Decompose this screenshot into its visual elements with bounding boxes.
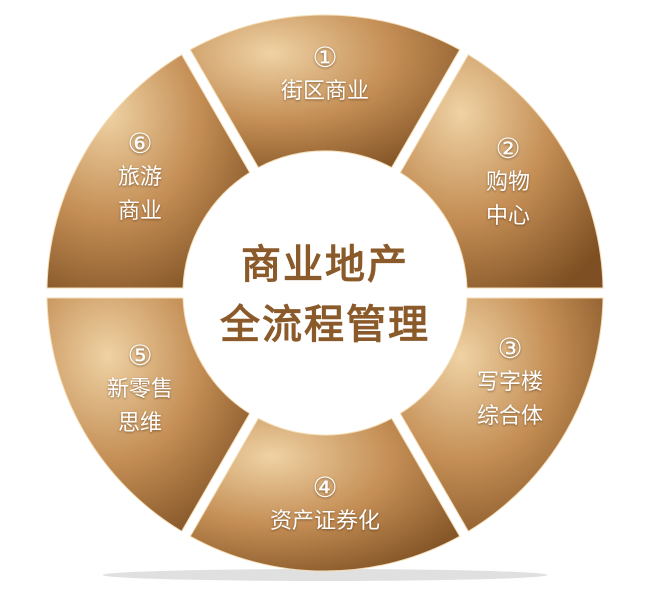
segment-label: 思维 (117, 411, 163, 436)
segment-3-office-complex: ③ 写字楼 综合体 (477, 332, 543, 434)
ring-segment-2 (399, 54, 604, 289)
ring-segment-1 (189, 14, 461, 169)
segment-5-new-retail: ⑤ 新零售 思维 (107, 339, 173, 441)
segment-number: ① (312, 41, 338, 74)
ring-shadow (102, 569, 548, 581)
segment-label: 商业 (117, 199, 163, 224)
segment-label: 中心 (485, 204, 531, 229)
segment-label: 街区商业 (280, 79, 370, 104)
segment-number: ⑤ (127, 339, 153, 372)
ring-segment-5 (46, 297, 251, 532)
center-title-line1: 商业地产 (241, 242, 409, 288)
segment-label: 资产证券化 (269, 509, 381, 534)
segment-number: ④ (312, 471, 338, 504)
segment-label: 写字楼 (476, 370, 544, 395)
segment-label: 综合体 (476, 404, 544, 429)
segment-number: ⑥ (127, 127, 153, 160)
segment-number: ② (495, 132, 521, 165)
segment-4-asset-securitization: ④ 资产证券化 (270, 471, 380, 539)
ring-segment-3 (399, 297, 604, 532)
segment-label: 新零售 (106, 377, 174, 402)
segment-number: ③ (497, 332, 523, 365)
segment-2-shopping-center: ② 购物 中心 (486, 132, 530, 234)
ring-segment-4 (189, 417, 461, 572)
center-title-line2: 全流程管理 (220, 302, 430, 348)
segment-label: 购物 (485, 170, 531, 195)
ring-segment-6 (46, 54, 251, 289)
segment-label: 旅游 (117, 165, 163, 190)
segment-6-tourism-commerce: ⑥ 旅游 商业 (118, 127, 162, 229)
segment-1-street-commerce: ① 街区商业 (281, 41, 369, 109)
